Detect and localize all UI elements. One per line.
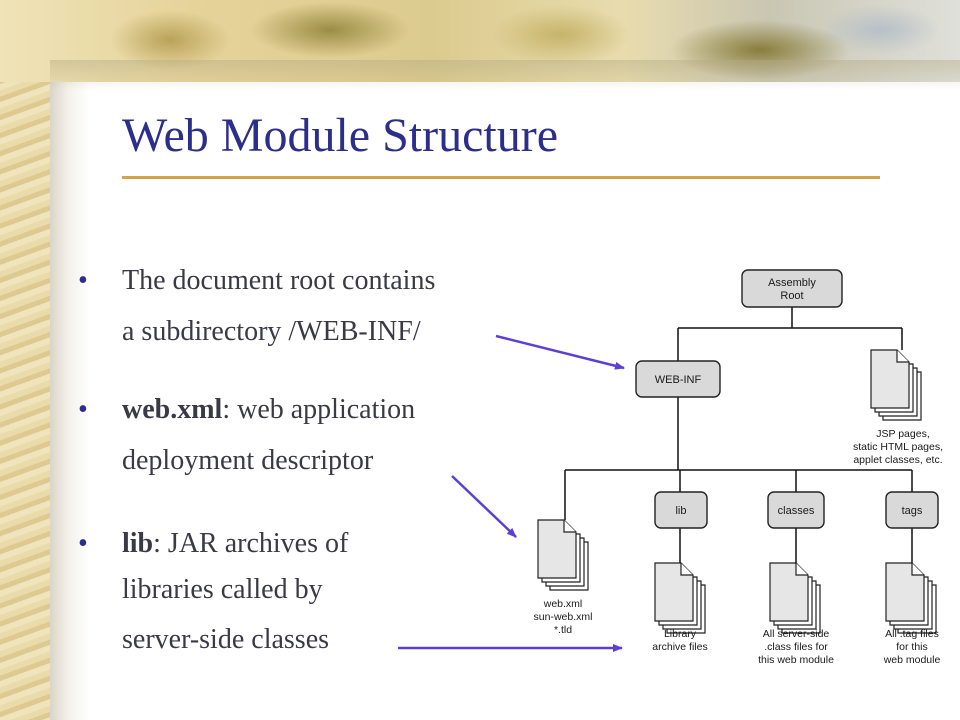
bullet-dot-2: • (78, 394, 88, 425)
tag-files-label-3: web module (883, 654, 941, 666)
bullet-1-line-2: a subdirectory /WEB-INF/ (122, 316, 421, 347)
bullet-1-line-1: The document root contains (122, 265, 436, 296)
bullet-2-line-2: deployment descriptor (122, 445, 374, 476)
bullet-2-rest: : web application (222, 394, 416, 425)
jsp-label-3: applet classes, etc. (853, 454, 942, 466)
bullet-2-keyword: web.xml (122, 394, 223, 425)
parchment-strip (0, 0, 50, 720)
assembly-root-label-1: Assembly (768, 277, 816, 289)
tag-files-label-1: All .tag files (885, 628, 939, 640)
slide-title: Web Module Structure (122, 109, 559, 162)
arrow-to-web-xml (451, 475, 517, 538)
bullet-3-line-2: libraries called by (122, 574, 323, 605)
tag-files-document-icon: All .tag files for this web module (883, 562, 941, 666)
web-xml-document-icon: web.xml sun-web.xml *.tld (534, 519, 593, 636)
classes-label: classes (778, 505, 815, 517)
class-files-label-2: .class files for (764, 641, 828, 653)
assembly-root-label-2: Root (780, 290, 803, 302)
tags-node: tags (885, 491, 939, 529)
bullet-3-rest: : JAR archives of (153, 528, 349, 559)
webxml-label-1: web.xml (543, 598, 583, 610)
bullet-3-keyword: lib (122, 528, 154, 559)
lib-node: lib (654, 491, 708, 529)
arrow-to-web-inf (495, 334, 625, 370)
lib-label: lib (675, 505, 686, 517)
lib-files-label-2: archive files (652, 641, 707, 653)
tag-files-label-2: for this (896, 641, 928, 653)
jsp-label-2: static HTML pages, (853, 441, 943, 453)
tags-label: tags (902, 505, 923, 517)
web-inf-node: WEB-INF (635, 360, 721, 398)
webxml-label-3: *.tld (554, 624, 572, 636)
jsp-label-1: JSP pages, (876, 428, 930, 440)
assembly-root-node: Assembly Root (741, 269, 843, 308)
webxml-label-2: sun-web.xml (534, 611, 593, 623)
bullet-dot-3: • (78, 528, 88, 559)
class-files-label-3: this web module (758, 654, 834, 666)
banner-shadow (50, 60, 960, 90)
bullet-dot-1: • (78, 265, 88, 296)
tree-connectors (564, 307, 913, 563)
title-underline (122, 176, 880, 179)
bullet-2-line-1: web.xml: web application (122, 387, 415, 432)
leaf-banner (0, 0, 960, 82)
bullet-3-line-1: lib: JAR archives of (122, 521, 348, 566)
classes-node: classes (767, 491, 825, 529)
bullet-3-line-3: server-side classes (122, 624, 330, 655)
library-files-document-icon: Library archive files (652, 562, 708, 653)
class-files-document-icon: All server-side .class files for this we… (758, 562, 834, 666)
lib-files-label-1: Library (664, 628, 697, 640)
class-files-label-1: All server-side (763, 628, 830, 640)
jsp-pages-document-icon: JSP pages, static HTML pages, applet cla… (853, 349, 943, 466)
callout-arrows (398, 334, 625, 652)
web-inf-label: WEB-INF (655, 374, 702, 386)
